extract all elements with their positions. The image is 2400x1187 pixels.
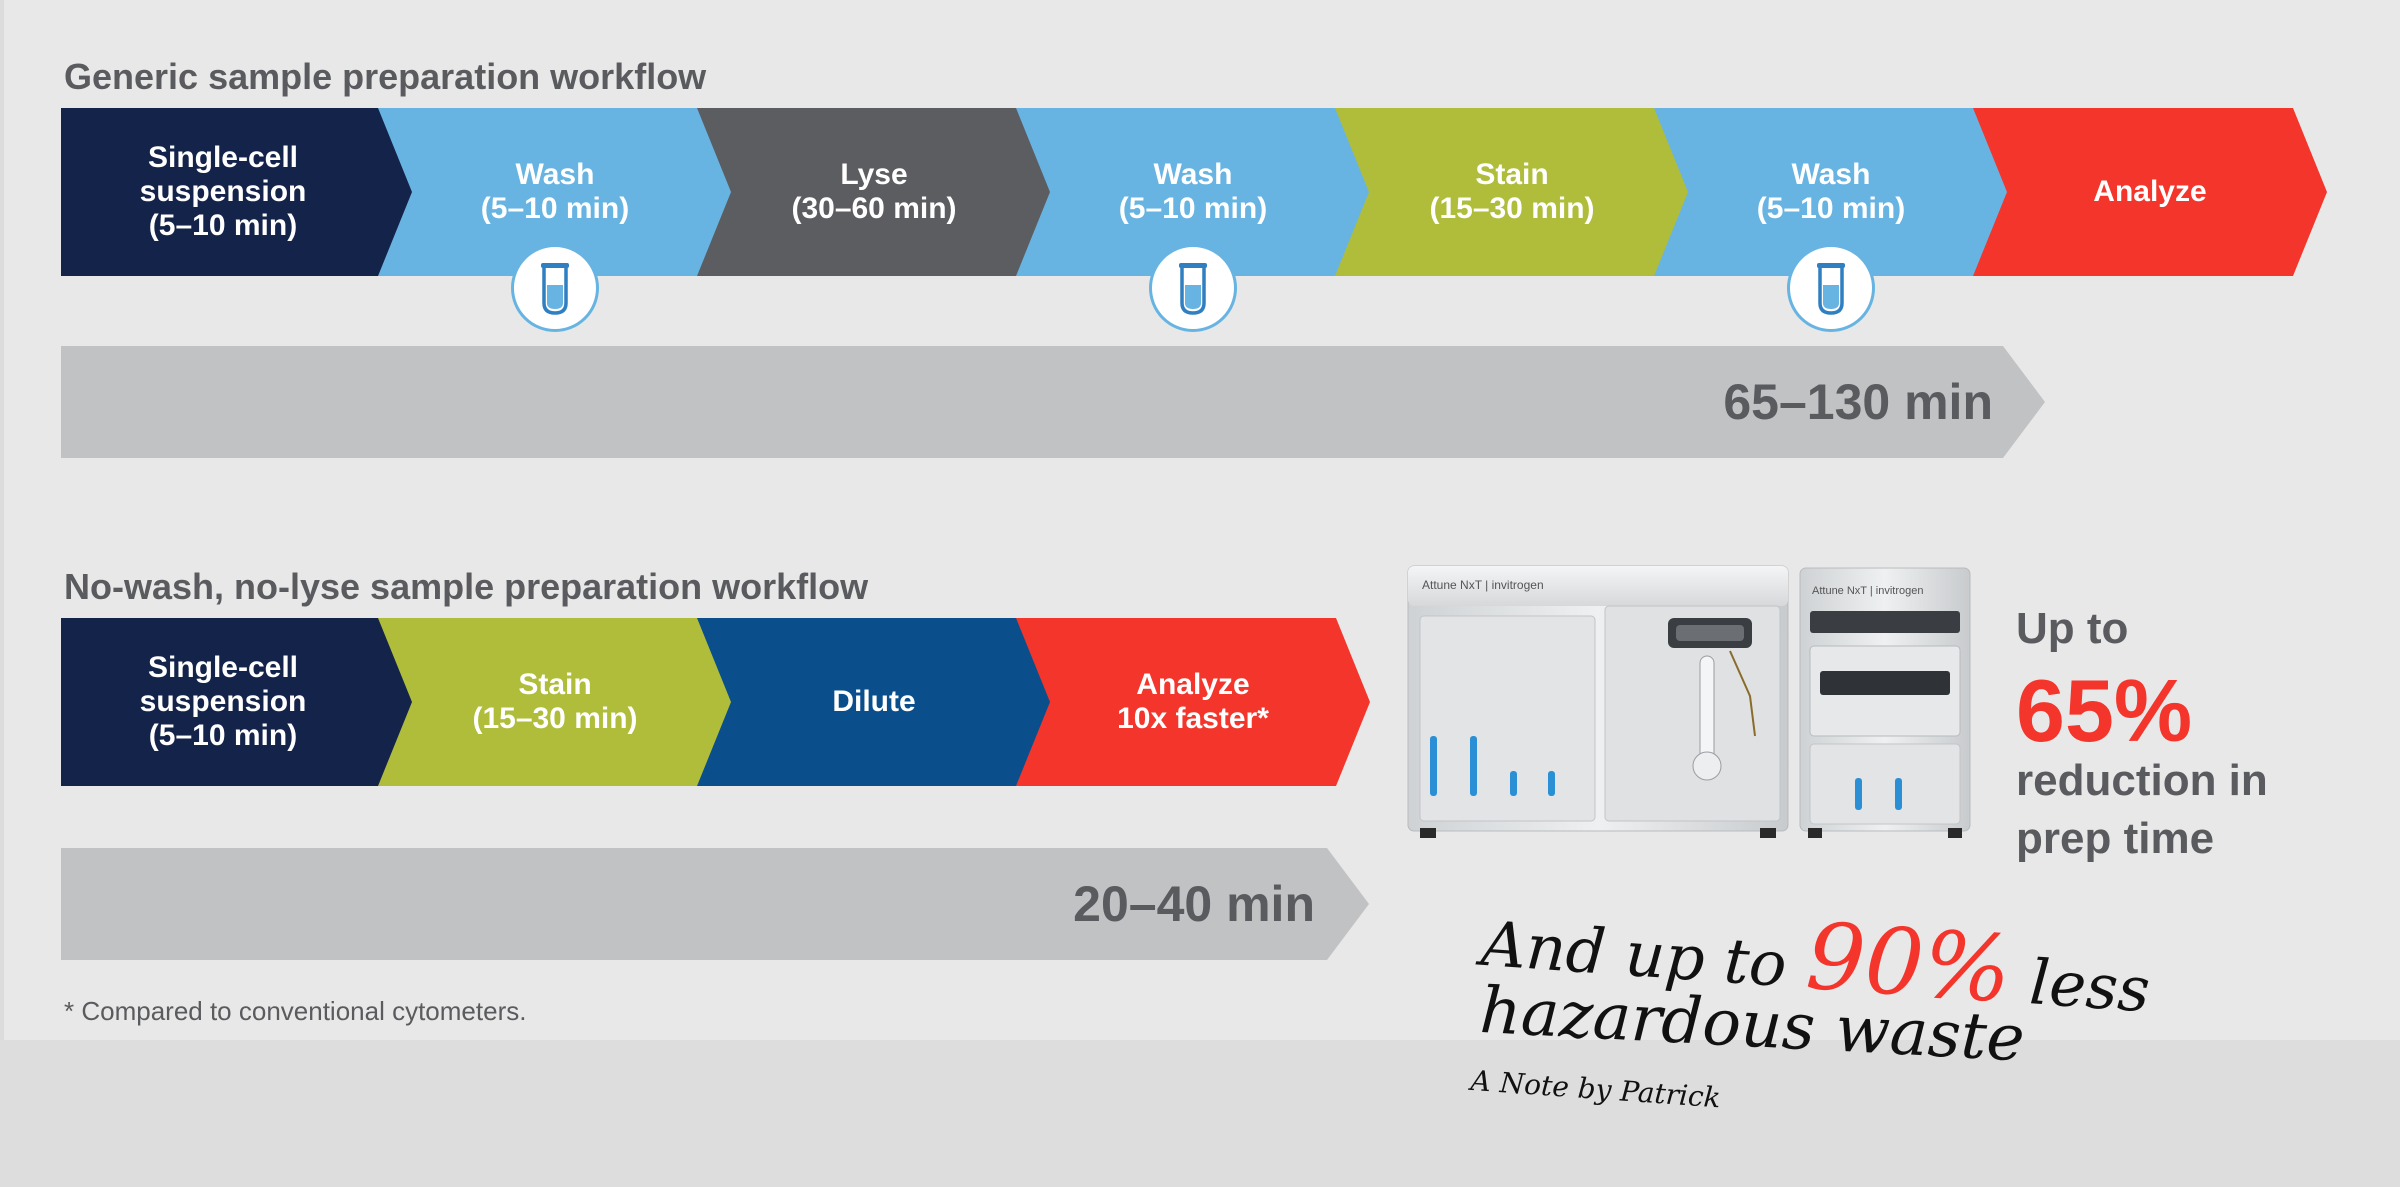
nowash-total-time: 20–40 min: [1073, 876, 1315, 932]
stat-value: 65%: [2016, 661, 2193, 760]
generic-step-3-label: Lyse (30–60 min): [791, 158, 957, 225]
generic-step-2-label: Wash (5–10 min): [480, 158, 630, 225]
nowash-step-3-label: Dilute: [832, 685, 916, 718]
generic-step-6: Wash (5–10 min): [1654, 108, 2008, 276]
test-tube-icon: [1787, 244, 1875, 332]
cytometer-instrument-image: Attune NxT | invitrogen Attune NxT | inv…: [1407, 565, 1971, 838]
generic-total-time: 65–130 min: [1723, 374, 1993, 430]
nowash-step-4-label: Analyze 10x faster*: [1117, 668, 1269, 735]
instrument-brand-left: Attune NxT | invitrogen: [1422, 578, 1544, 592]
generic-step-3: Lyse (30–60 min): [697, 108, 1051, 276]
nowash-step-2-label: Stain (15–30 min): [472, 668, 638, 735]
generic-step-1: Single-cell suspension (5–10 min): [61, 108, 415, 276]
generic-step-1-label: Single-cell suspension (5–10 min): [139, 141, 307, 242]
left-edge: [0, 0, 4, 1040]
nowash-step-1: Single-cell suspension (5–10 min): [61, 618, 415, 786]
generic-step-7-label: Analyze: [2093, 175, 2207, 208]
nowash-workflow-title: No-wash, no-lyse sample preparation work…: [64, 566, 869, 607]
generic-workflow-title: Generic sample preparation workflow: [64, 56, 707, 97]
stat-line-2: reduction in: [2016, 756, 2268, 805]
footnote: * Compared to conventional cytometers.: [64, 996, 527, 1026]
stat-line-1: Up to: [2016, 604, 2129, 653]
nowash-step-1-label: Single-cell suspension (5–10 min): [139, 651, 307, 752]
nowash-step-2: Stain (15–30 min): [378, 618, 732, 786]
bottom-band: [0, 1040, 2400, 1187]
nowash-step-3: Dilute: [697, 618, 1051, 786]
generic-step-4-label: Wash (5–10 min): [1118, 158, 1268, 225]
note-part-2: less: [2027, 945, 2153, 1027]
test-tube-icon: [1149, 244, 1237, 332]
nowash-step-4: Analyze 10x faster*: [1016, 618, 1370, 786]
generic-step-7: Analyze: [1973, 108, 2327, 276]
generic-total-time-bar: 65–130 min: [61, 346, 2045, 458]
instrument-brand-right: Attune NxT | invitrogen: [1812, 585, 1924, 597]
test-tube-icon: [511, 244, 599, 332]
generic-step-6-label: Wash (5–10 min): [1756, 158, 1906, 225]
generic-step-5: Stain (15–30 min): [1335, 108, 1689, 276]
nowash-total-time-bar: 20–40 min: [61, 848, 1369, 960]
generic-step-5-label: Stain (15–30 min): [1429, 158, 1595, 225]
stat-line-3: prep time: [2016, 814, 2215, 863]
